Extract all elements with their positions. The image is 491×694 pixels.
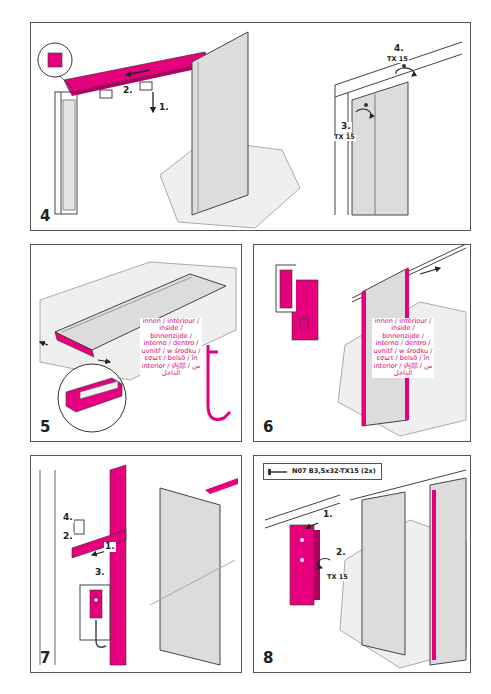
tool-label: TX 15: [326, 574, 349, 581]
step-panel: 5: [30, 244, 242, 442]
part-code: N07 B3,5x32-TX15 (2x): [292, 468, 376, 475]
callout-number: 3.: [94, 568, 106, 578]
step-number: 8: [263, 651, 273, 666]
part-box: N07 B3,5x32-TX15 (2x): [263, 463, 382, 480]
step-number: 7: [40, 651, 50, 666]
step-panel: 4: [30, 22, 471, 231]
callout-number: 4.: [62, 513, 74, 523]
step6-drawing: [276, 244, 466, 436]
callout-number: 2.: [335, 548, 347, 558]
step-number: 6: [263, 420, 273, 435]
callout-number: 1.: [158, 103, 170, 113]
callout-number: 1.: [322, 510, 334, 520]
step7-drawing: [40, 465, 238, 665]
step5-drawing: [40, 262, 236, 432]
step-number: 5: [40, 420, 50, 435]
callout-number: 3.: [340, 122, 352, 132]
callout-number: 2.: [122, 86, 134, 96]
screw-icon: [268, 468, 288, 476]
callout-number: 2.: [62, 532, 74, 542]
callout-number: 4.: [393, 44, 405, 54]
tool-label: TX 15: [333, 134, 356, 141]
inside-note: innen / intérieur / inside / binnenzijde…: [372, 318, 434, 378]
step-number: 4: [40, 209, 50, 224]
step8-drawing: [265, 470, 466, 668]
step4-drawing: [38, 32, 462, 228]
step-panel: 7: [30, 455, 242, 673]
step-panel: 8 N07 B3,5x32-TX15 (2x): [253, 455, 471, 673]
step-panel: 6: [253, 244, 471, 442]
callout-number: 1.: [104, 542, 116, 552]
inside-note: innen / intérieur / inside / binnenzijde…: [140, 318, 202, 378]
tool-label: TX 15: [386, 56, 409, 63]
